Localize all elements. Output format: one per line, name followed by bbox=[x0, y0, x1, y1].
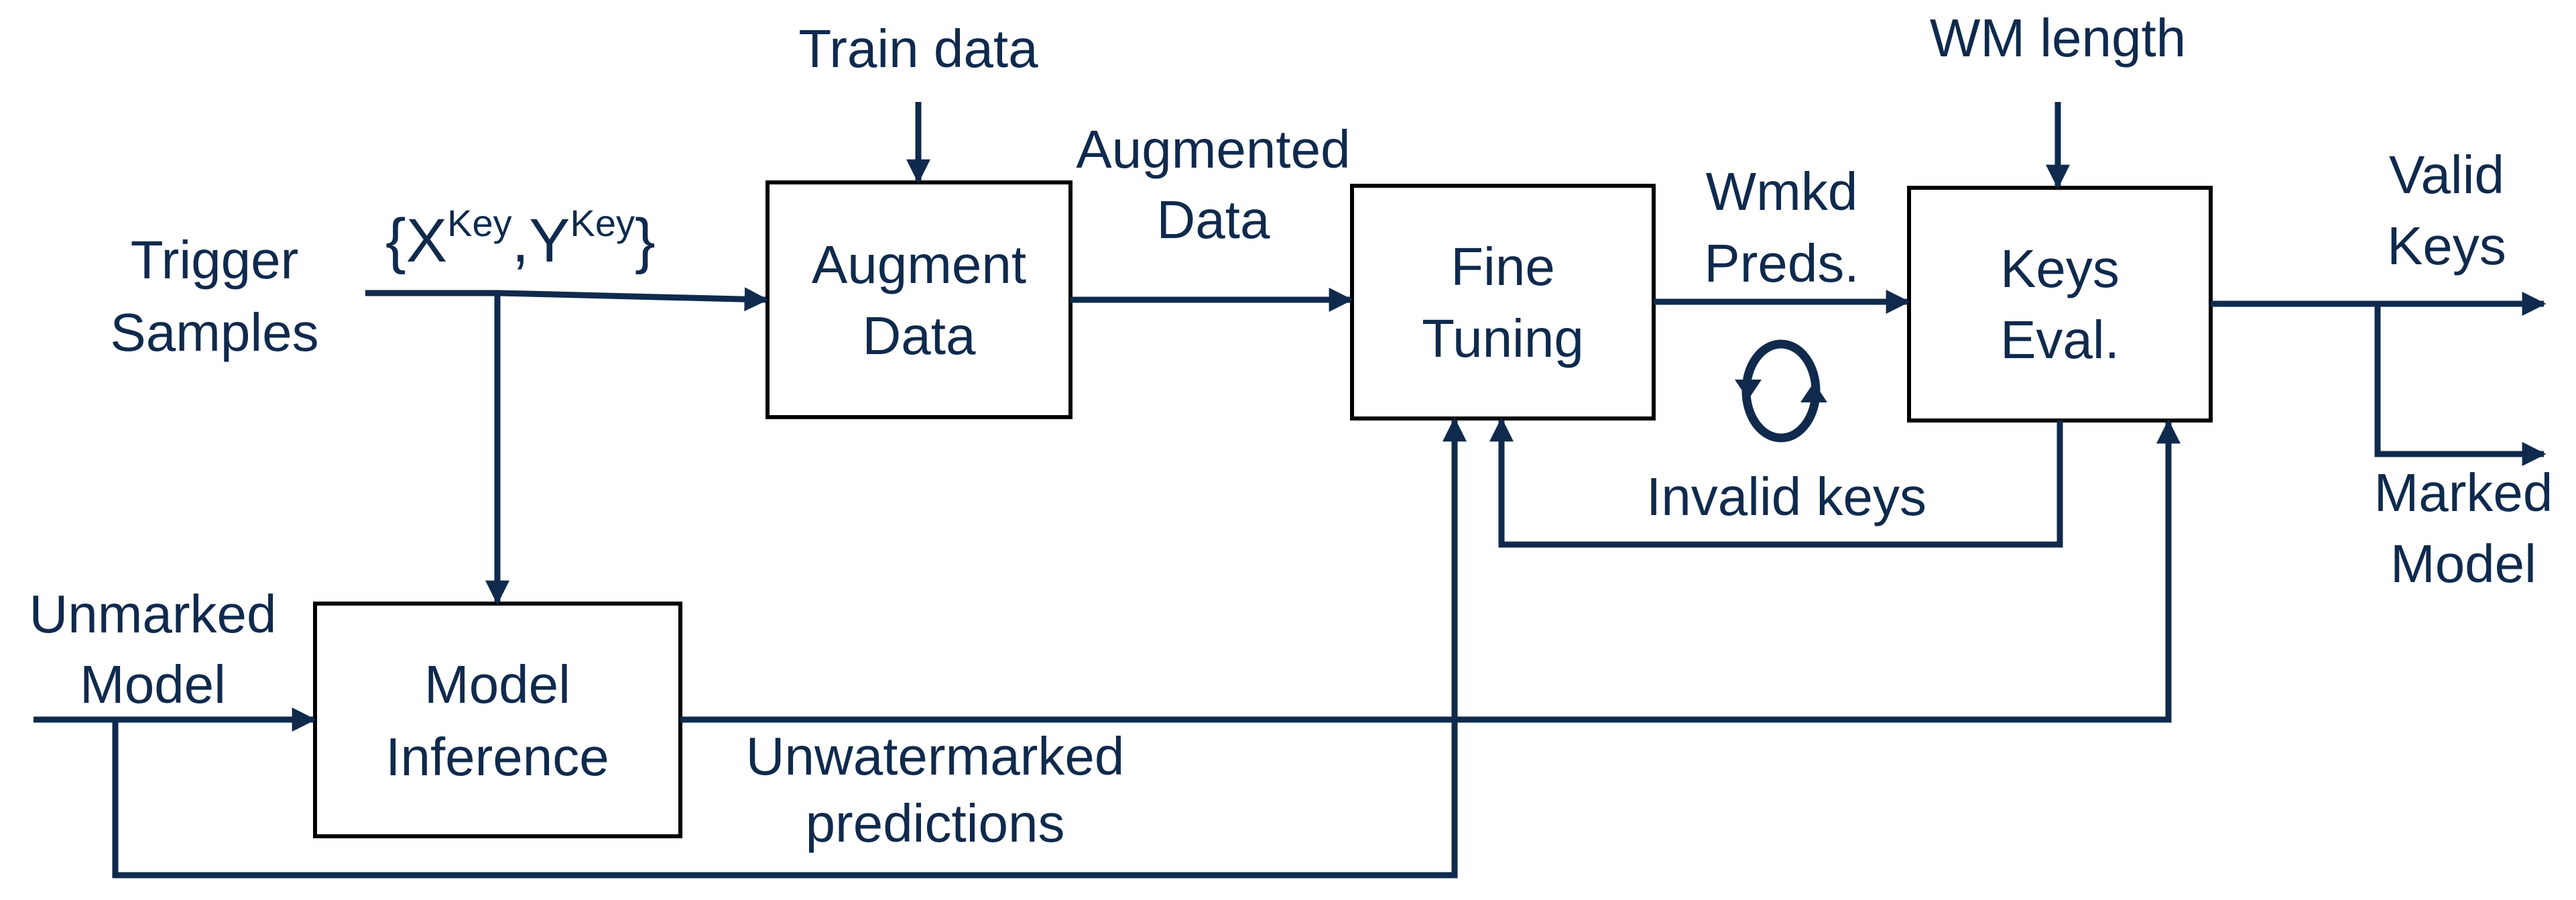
unwatermarked-predictions-label-line1: Unwatermarked bbox=[746, 726, 1125, 786]
invalid-keys-label: Invalid keys bbox=[1646, 467, 1926, 526]
trigger-samples-label-line1: Trigger bbox=[131, 230, 298, 290]
marked-model-label-line1: Marked bbox=[2374, 463, 2553, 522]
keys-eval-label-line1: Keys bbox=[2000, 239, 2120, 298]
wmkd-preds-label-line2: Preds. bbox=[1704, 233, 1859, 293]
model-inference-box: Model Inference bbox=[313, 602, 682, 838]
valid-keys-label-line2: Keys bbox=[2387, 216, 2506, 276]
augment-data-box: Augment Data bbox=[765, 180, 1072, 419]
fine-tuning-box: Fine Tuning bbox=[1350, 184, 1656, 420]
fine-tuning-label-line2: Tuning bbox=[1422, 308, 1584, 368]
trigger-to-augment-arrow bbox=[365, 287, 769, 312]
unwatermarked-predictions-arrow bbox=[680, 419, 2181, 723]
circular-refresh-arrows-icon bbox=[1735, 339, 1827, 443]
keys-eval-box: Keys Eval. bbox=[1907, 186, 2213, 423]
unwatermarked-predictions-label-line2: predictions bbox=[806, 793, 1065, 853]
invalid-keys-feedback-arrow bbox=[1489, 417, 2063, 548]
unmarked-model-label-line2: Model bbox=[80, 655, 226, 714]
train-data-label: Train data bbox=[798, 19, 1038, 78]
trigger-samples-label-line2: Samples bbox=[110, 302, 318, 362]
valid-keys-label-line1: Valid bbox=[2389, 145, 2504, 205]
augmented-data-label-line1: Augmented bbox=[1076, 119, 1350, 179]
keys-eval-label-line2: Eval. bbox=[2000, 310, 2120, 370]
model-inference-label-line1: Model bbox=[424, 655, 570, 714]
wmkd-preds-label-line1: Wmkd bbox=[1706, 162, 1858, 221]
key-set-label: {XKey,YKey} bbox=[385, 202, 656, 275]
fine-tuning-label-line1: Fine bbox=[1451, 237, 1555, 296]
wm-length-label: WM length bbox=[1930, 8, 2186, 68]
augment-data-label-line1: Augment bbox=[812, 235, 1026, 294]
marked-model-arrow bbox=[2374, 304, 2547, 466]
unmarked-to-finetuning-arrow bbox=[112, 417, 1467, 879]
unmarked-model-label-line1: Unmarked bbox=[29, 584, 276, 644]
augment-data-label-line2: Data bbox=[863, 306, 976, 365]
model-inference-label-line2: Inference bbox=[385, 727, 609, 787]
augmented-data-label-line2: Data bbox=[1157, 190, 1270, 249]
marked-model-label-line2: Model bbox=[2390, 534, 2536, 594]
